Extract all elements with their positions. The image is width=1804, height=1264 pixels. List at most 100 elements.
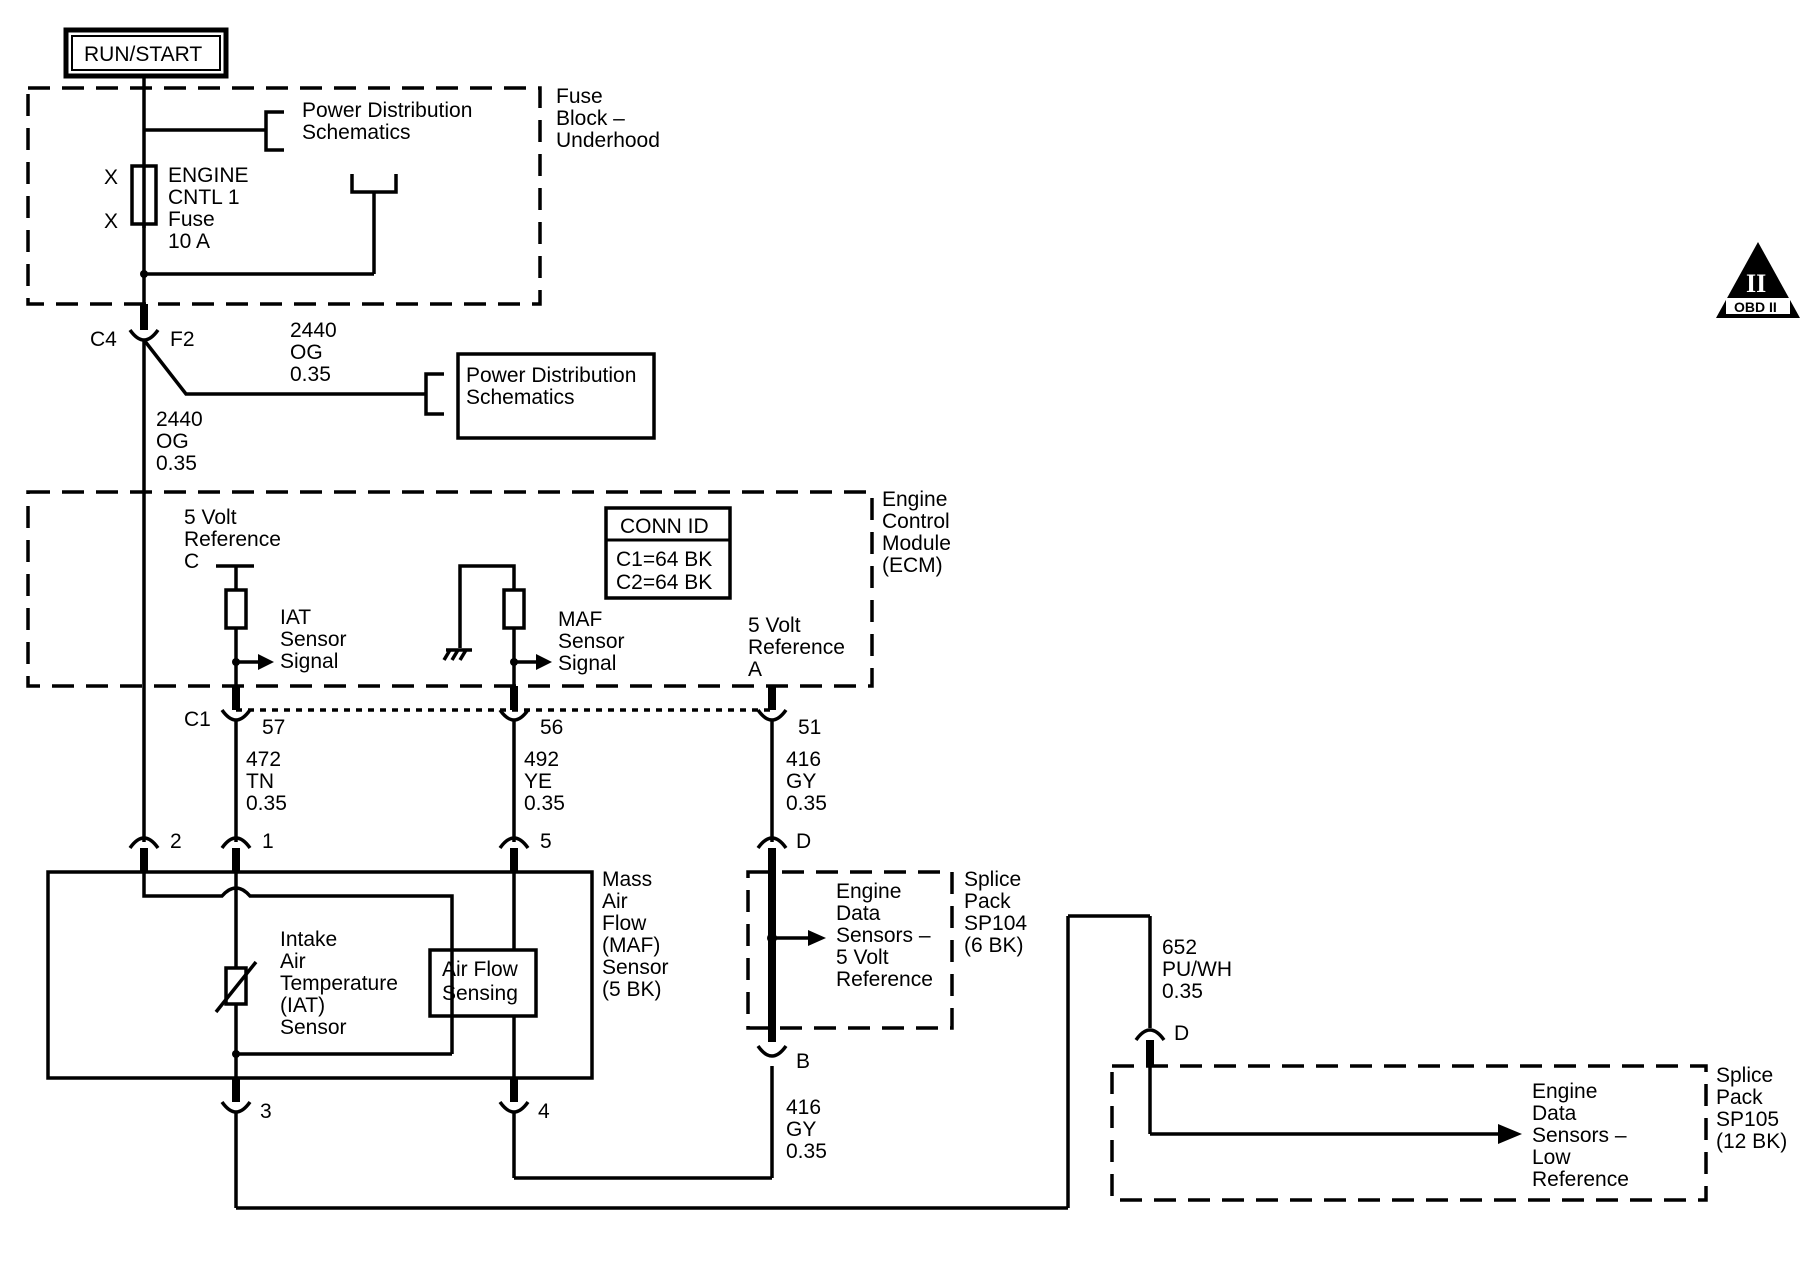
svg-text:OBD II: OBD II xyxy=(1734,299,1777,315)
svg-text:0.35: 0.35 xyxy=(246,792,287,815)
connector-maf-1 xyxy=(220,836,252,850)
power-distribution-schematics-top[interactable]: Power Distribution Schematics xyxy=(302,99,472,144)
ecm-label: Engine Control Module (ECM) xyxy=(882,488,951,577)
f2-label: F2 xyxy=(170,328,195,351)
ref-5v-a-label: 5 Volt Reference A xyxy=(748,614,845,681)
wire-492-label: 492 YE 0.35 xyxy=(524,748,565,815)
connector-maf-4 xyxy=(498,1100,530,1114)
svg-text:Splice: Splice xyxy=(1716,1064,1773,1087)
svg-text:B: B xyxy=(796,1050,810,1073)
svg-text:GY: GY xyxy=(786,1118,816,1141)
svg-text:Temperature: Temperature xyxy=(280,972,398,995)
svg-text:416: 416 xyxy=(786,1096,821,1119)
svg-text:C: C xyxy=(184,550,199,573)
svg-text:472: 472 xyxy=(246,748,281,771)
svg-text:Data: Data xyxy=(836,902,881,925)
svg-text:56: 56 xyxy=(540,716,563,739)
splice-pack-sp105-boundary xyxy=(1110,1064,1708,1202)
wire-416-upper-label: 416 GY 0.35 xyxy=(786,748,827,815)
svg-text:2440: 2440 xyxy=(156,408,203,431)
connector-maf-3 xyxy=(220,1100,252,1114)
svg-text:(IAT): (IAT) xyxy=(280,994,325,1017)
svg-text:Block –: Block – xyxy=(556,107,625,130)
svg-text:2440: 2440 xyxy=(290,319,337,342)
svg-text:Intake: Intake xyxy=(280,928,337,951)
svg-text:5 Volt: 5 Volt xyxy=(836,946,889,969)
sp105-label: Splice Pack SP105 (12 BK) xyxy=(1716,1064,1787,1153)
svg-text:Engine: Engine xyxy=(1532,1080,1597,1103)
svg-text:GY: GY xyxy=(786,770,816,793)
svg-text:2: 2 xyxy=(170,830,182,853)
air-flow-sensing-box xyxy=(428,948,538,1018)
wire-472-label: 472 TN 0.35 xyxy=(246,748,287,815)
sp104-label: Splice Pack SP104 (6 BK) xyxy=(964,868,1027,957)
svg-text:Fuse: Fuse xyxy=(556,85,603,108)
svg-text:Engine: Engine xyxy=(882,488,947,511)
svg-text:(ECM): (ECM) xyxy=(882,554,943,577)
svg-text:4: 4 xyxy=(538,1100,550,1123)
fuse-x-top: X xyxy=(104,166,118,189)
svg-text:Pack: Pack xyxy=(1716,1086,1763,1109)
svg-text:C1=64 BK: C1=64 BK xyxy=(616,548,712,571)
conn-id-box: CONN ID C1=64 BK C2=64 BK xyxy=(604,506,732,600)
svg-text:Schematics: Schematics xyxy=(466,386,575,409)
svg-text:0.35: 0.35 xyxy=(290,363,331,386)
fuse-block-label: Fuse Block – Underhood xyxy=(556,85,660,152)
svg-text:(6 BK): (6 BK) xyxy=(964,934,1024,957)
wire-416-lower-label: 416 GY 0.35 xyxy=(786,1096,827,1163)
svg-text:Power Distribution: Power Distribution xyxy=(466,364,636,387)
svg-text:Module: Module xyxy=(882,532,951,555)
svg-text:Sensors –: Sensors – xyxy=(1532,1124,1627,1147)
svg-text:10 A: 10 A xyxy=(168,230,210,253)
svg-text:0.35: 0.35 xyxy=(786,1140,827,1163)
svg-text:(MAF): (MAF) xyxy=(602,934,660,957)
fuse-block-boundary xyxy=(26,86,542,306)
svg-text:SP105: SP105 xyxy=(1716,1108,1779,1131)
power-distribution-bracket-top xyxy=(264,110,284,152)
run-start-text: RUN/START xyxy=(84,43,202,66)
svg-text:Low: Low xyxy=(1532,1146,1571,1169)
obd-ii-icon: II OBD II xyxy=(1716,242,1800,318)
svg-text:(12 BK): (12 BK) xyxy=(1716,1130,1787,1153)
svg-text:D: D xyxy=(796,830,811,853)
sp104-arrow-icon xyxy=(808,930,826,946)
run-start-label: RUN/START xyxy=(63,27,229,79)
connector-sp104-b xyxy=(756,1044,788,1058)
svg-text:1: 1 xyxy=(262,830,274,853)
svg-text:Sensor: Sensor xyxy=(280,628,347,651)
svg-text:Splice: Splice xyxy=(964,868,1021,891)
svg-text:YE: YE xyxy=(524,770,552,793)
svg-text:ENGINE: ENGINE xyxy=(168,164,249,187)
svg-text:Flow: Flow xyxy=(602,912,647,935)
fuse-label: ENGINE CNTL 1 Fuse 10 A xyxy=(168,164,249,253)
iat-signal-label: IAT Sensor Signal xyxy=(280,606,347,673)
svg-text:Underhood: Underhood xyxy=(556,129,660,152)
svg-text:Engine: Engine xyxy=(836,880,901,903)
sp105-arrow-icon xyxy=(1498,1124,1522,1144)
iat-sensor-label: Intake Air Temperature (IAT) Sensor xyxy=(280,928,398,1039)
c4-label: C4 xyxy=(90,328,117,351)
svg-text:Mass: Mass xyxy=(602,868,652,891)
svg-text:Reference: Reference xyxy=(184,528,281,551)
c1-label: C1 xyxy=(184,708,211,731)
svg-text:CNTL 1: CNTL 1 xyxy=(168,186,240,209)
sp104-inner-label: Engine Data Sensors – 5 Volt Reference xyxy=(836,880,933,991)
svg-text:5 Volt: 5 Volt xyxy=(748,614,801,637)
svg-text:Schematics: Schematics xyxy=(302,121,411,144)
maf-signal-label: MAF Sensor Signal xyxy=(558,608,625,675)
svg-text:Power Distribution: Power Distribution xyxy=(302,99,472,122)
svg-text:Reference: Reference xyxy=(1532,1168,1629,1191)
svg-text:5: 5 xyxy=(540,830,552,853)
svg-text:652: 652 xyxy=(1162,936,1197,959)
maf-resistor xyxy=(502,588,526,630)
svg-text:Signal: Signal xyxy=(558,652,616,675)
svg-text:Sensors –: Sensors – xyxy=(836,924,931,947)
power-distribution-schematics-mid-box[interactable] xyxy=(456,352,656,440)
wire-2440-upper-label: 2440 OG 0.35 xyxy=(290,319,337,386)
connector-sp104-d xyxy=(756,836,788,850)
svg-text:A: A xyxy=(748,658,762,681)
svg-text:Sensor: Sensor xyxy=(602,956,669,979)
wire-2440-left-label: 2440 OG 0.35 xyxy=(156,408,203,475)
maf-signal-arrow-icon xyxy=(536,654,552,670)
